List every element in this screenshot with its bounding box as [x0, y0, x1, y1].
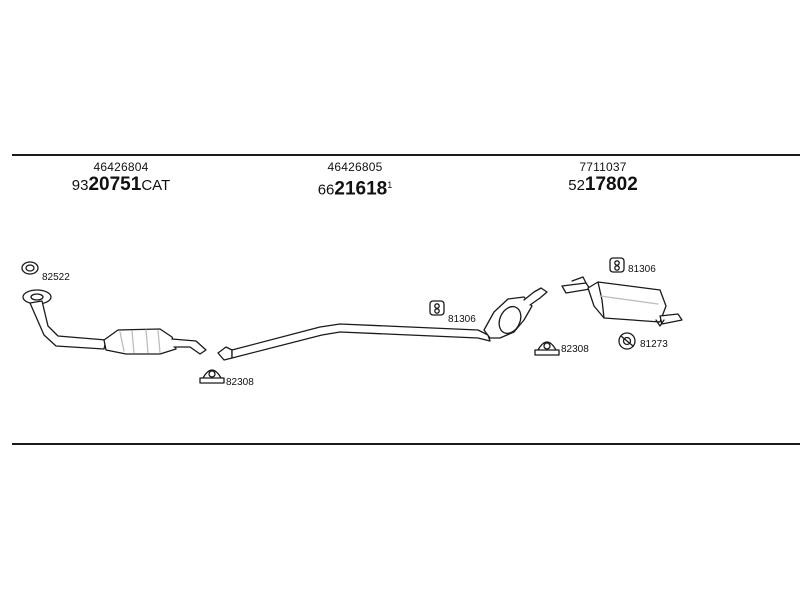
middle-silencer-end [498, 305, 522, 335]
callout-label-clamp-rear: 82308 [561, 344, 589, 355]
middle-silencer-outlet [523, 287, 548, 306]
middle-pipe-silencer [217, 287, 548, 361]
tail-pipe [659, 313, 683, 325]
part-code: 9320751CAT [66, 174, 176, 197]
code-superscript: 1 [387, 180, 393, 190]
callout-label-clamp-front: 82308 [226, 377, 254, 388]
rear-inlet-pipe [561, 282, 591, 294]
oem-number: 46426805 [327, 160, 383, 174]
part-header-rear-silencer: 7711037 5217802 [548, 160, 658, 197]
part-code: 5217802 [548, 174, 658, 197]
part-code: 66216181 [300, 174, 410, 201]
o-ring-icon [21, 261, 39, 275]
middle-pipe-tube [231, 323, 491, 359]
part-header-catalyst: 46426804 9320751CAT [66, 160, 176, 197]
catalyst-outlet [171, 338, 207, 355]
rubber-hanger-icon [609, 257, 625, 273]
rubber-hanger-icon [429, 300, 445, 316]
front-pipe-catalyst [22, 289, 207, 355]
catalyst-body [103, 328, 177, 355]
rear-silencer-box [587, 281, 667, 323]
code-main: 17802 [584, 174, 638, 195]
middle-pipe-flange [217, 346, 233, 361]
code-suffix: CAT [141, 177, 171, 194]
downpipe [29, 300, 107, 350]
code-prefix: 93 [71, 177, 89, 194]
callout-label-hanger-mid: 81306 [448, 314, 476, 325]
code-main: 20751 [88, 174, 142, 195]
top-divider [12, 154, 800, 156]
bottom-divider [12, 443, 800, 445]
rubber-ring-icon [618, 332, 636, 350]
callout-label-rubber-ring: 81273 [640, 339, 668, 350]
rear-silencer [561, 276, 683, 327]
oem-number: 46426804 [93, 160, 149, 174]
exhaust-clamp-icon [199, 369, 225, 384]
code-main: 21618 [334, 178, 388, 200]
part-header-middle-pipe: 46426805 66216181 [300, 160, 410, 201]
code-prefix: 66 [317, 181, 335, 199]
callout-label-hanger-rear: 81306 [628, 264, 656, 275]
oem-number: 7711037 [579, 160, 627, 174]
code-prefix: 52 [568, 177, 585, 194]
callout-label-ring-gasket: 82522 [42, 272, 70, 283]
exhaust-clamp-icon [534, 341, 560, 356]
